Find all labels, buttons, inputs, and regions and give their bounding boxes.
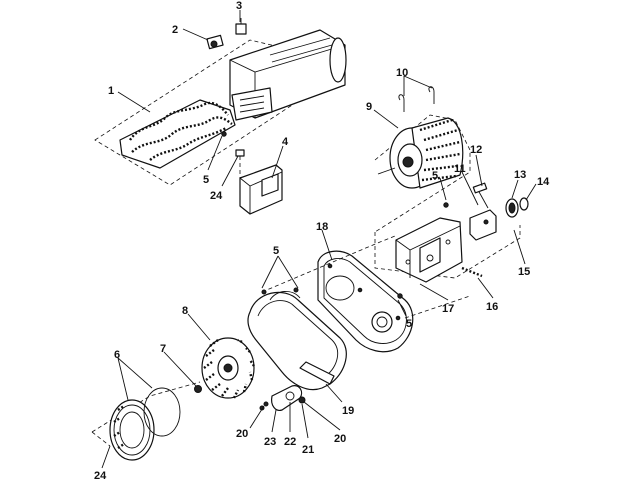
- callout-10: 10: [396, 67, 408, 79]
- callout-18: 18: [316, 221, 328, 233]
- motor-assembly-group: [374, 86, 529, 283]
- front-seal-group: [91, 381, 201, 461]
- screw: [221, 131, 227, 137]
- callout-5: 5: [432, 170, 438, 182]
- callout-14: 14: [537, 176, 550, 188]
- blower-housing-back: [317, 250, 414, 353]
- motor-clip: [428, 86, 435, 104]
- heater-element: [119, 99, 236, 169]
- drive-motor: [377, 117, 464, 189]
- callout-22: 22: [284, 436, 296, 448]
- callout-2: 2: [172, 24, 178, 36]
- clip: [235, 149, 245, 157]
- thermal-fuse: [298, 396, 306, 404]
- callout-5: 5: [406, 318, 412, 330]
- blower-wheel: [201, 337, 255, 399]
- callout-20: 20: [334, 433, 346, 445]
- blower-housing-front: [247, 287, 347, 391]
- callout-20: 20: [236, 428, 248, 440]
- callout-8: 8: [182, 305, 188, 317]
- callout-24: 24: [94, 470, 107, 480]
- hi-limit-thermostat: [235, 18, 247, 35]
- front-seal: [109, 399, 155, 461]
- o-ring-seal: [143, 387, 181, 437]
- callout-13: 13: [514, 169, 526, 181]
- thermistor-group: [259, 385, 306, 411]
- callout-11: 11: [454, 163, 466, 175]
- screw: [263, 401, 269, 407]
- callout-5: 5: [203, 174, 209, 186]
- callout-9: 9: [366, 101, 372, 113]
- callout-21: 21: [302, 444, 314, 456]
- motor-mount: [395, 217, 463, 283]
- callout-3: 3: [236, 0, 242, 12]
- mounting-bracket: [235, 149, 283, 215]
- callout-6: 6: [114, 349, 120, 361]
- callout-19: 19: [342, 405, 354, 417]
- callout-15: 15: [518, 266, 530, 278]
- idler-assembly: [469, 182, 497, 241]
- leader-lines: [101, 10, 537, 469]
- motor-clip: [398, 94, 405, 112]
- alignment-line: [404, 295, 471, 319]
- callout-4: 4: [282, 136, 289, 148]
- screw: [443, 202, 449, 208]
- callout-5: 5: [273, 245, 279, 257]
- callout-24: 24: [210, 190, 223, 202]
- heater-assembly-group: [94, 18, 347, 186]
- callout-23: 23: [264, 436, 276, 448]
- callout-16: 16: [486, 301, 498, 313]
- alignment-line: [261, 235, 396, 293]
- idler-pulley: [505, 197, 529, 218]
- thermostat: [206, 34, 224, 50]
- screw: [397, 293, 403, 299]
- heater-housing: [229, 29, 347, 121]
- callout-1: 1: [108, 85, 114, 97]
- callout-17: 17: [442, 303, 454, 315]
- idler-spring: [461, 266, 483, 278]
- callout-7: 7: [160, 343, 166, 355]
- alignment-line: [91, 431, 111, 447]
- blower-nut: [194, 385, 202, 393]
- callout-12: 12: [470, 144, 482, 156]
- callout-labels: 1 2 3 4 5 24 10 9 5 11 12 13 14 15 16 17…: [94, 0, 550, 480]
